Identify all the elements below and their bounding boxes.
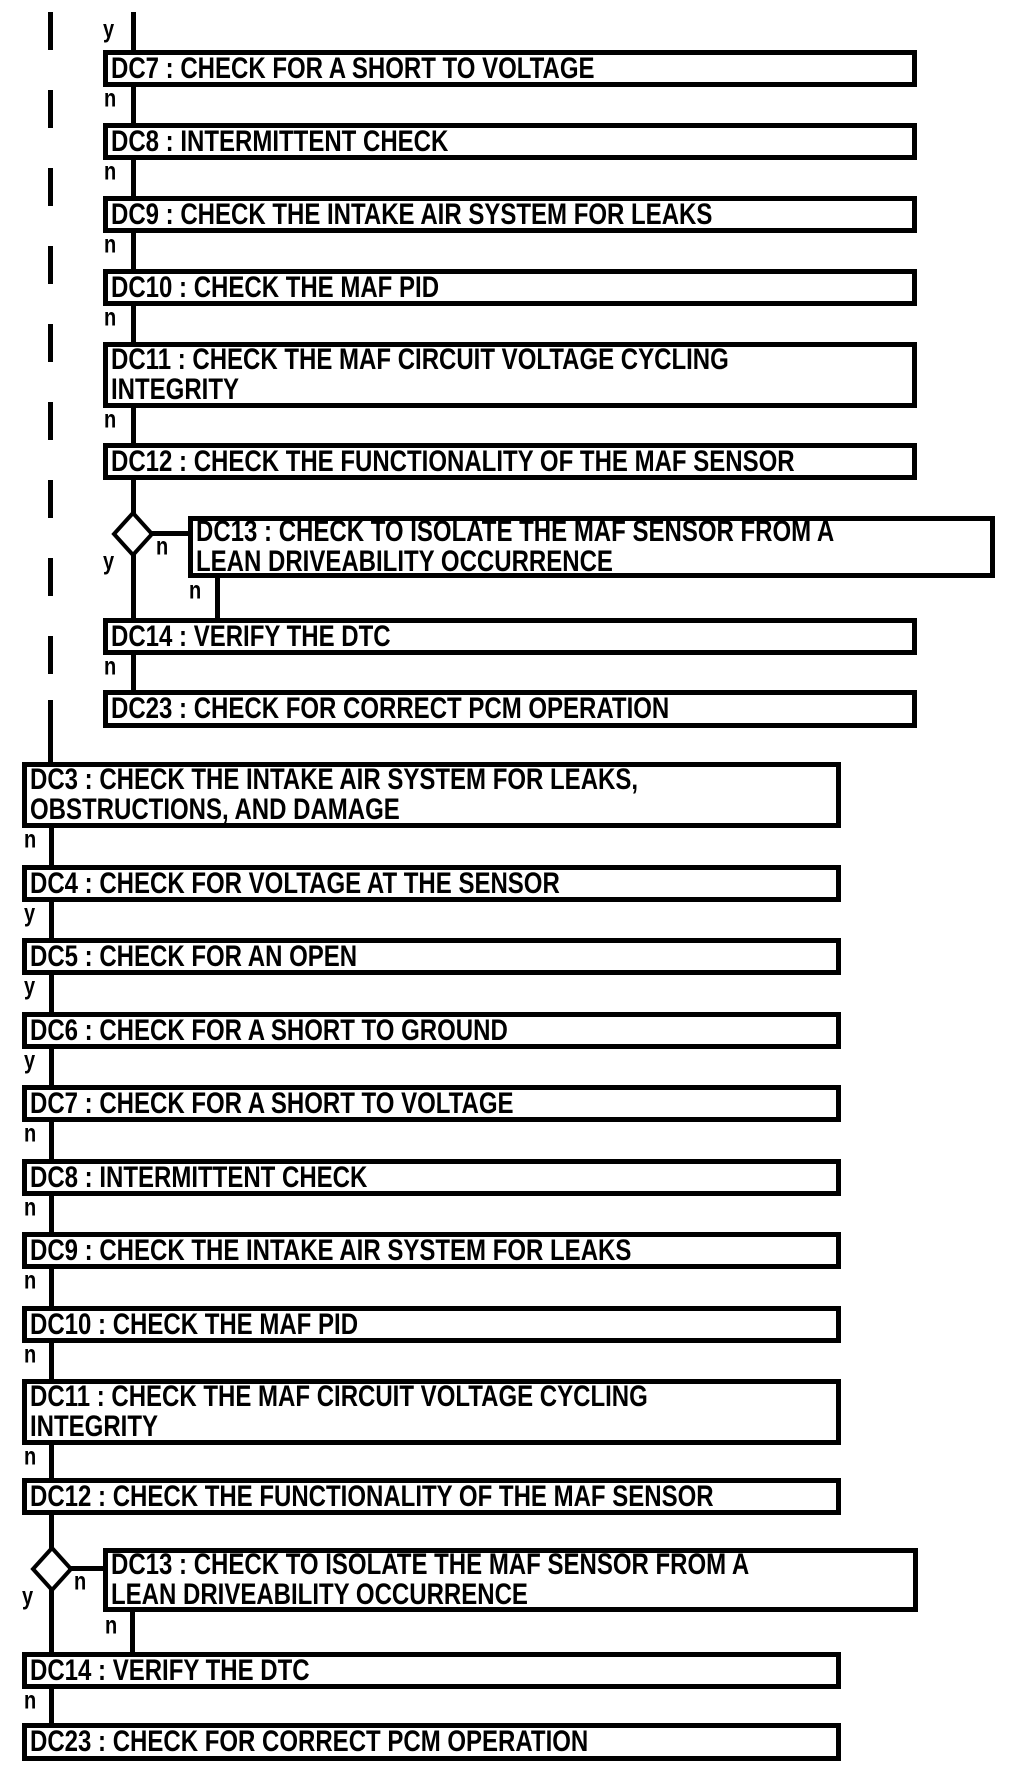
process-box-dc10: DC10 : CHECK THE MAF PID [22, 1306, 841, 1343]
branch-label: n [104, 653, 117, 681]
branch-label: n [24, 1120, 37, 1148]
branch-label: y [24, 1047, 36, 1075]
process-box-dc3: DC3 : CHECK THE INTAKE AIR SYSTEM FOR LE… [22, 762, 841, 828]
process-box-label: DC23 : CHECK FOR CORRECT PCM OPERATION [111, 691, 670, 726]
branch-label: n [24, 1687, 37, 1715]
connector-line [131, 478, 136, 515]
decision-no-label: n [156, 533, 169, 561]
connector-line [131, 304, 136, 344]
connector-line [49, 1513, 54, 1549]
connector-line [131, 12, 136, 52]
connector-line [131, 158, 136, 198]
connector-line [131, 553, 136, 620]
branch-label: n [104, 85, 117, 113]
process-box-label: DC8 : INTERMITTENT CHECK [30, 1160, 368, 1194]
branch-label: n [24, 1194, 37, 1222]
connector-line [131, 653, 136, 692]
process-box-dc14: DC14 : VERIFY THE DTC [22, 1652, 841, 1689]
process-box-dc10-top: DC10 : CHECK THE MAF PID [103, 269, 917, 306]
connector-line [130, 1610, 135, 1654]
decision-yes-label: y [22, 1583, 34, 1611]
connector-line [49, 1047, 54, 1087]
connector-line [49, 1341, 54, 1381]
process-box-dc9: DC9 : CHECK THE INTAKE AIR SYSTEM FOR LE… [22, 1232, 841, 1269]
process-box-label: DC9 : CHECK THE INTAKE AIR SYSTEM FOR LE… [111, 197, 713, 231]
connector-line [215, 576, 220, 620]
flow-rail-dashed [48, 12, 53, 706]
connector-line [49, 1588, 54, 1654]
process-box-dc9-top: DC9 : CHECK THE INTAKE AIR SYSTEM FOR LE… [103, 196, 917, 233]
process-box-label: DC3 : CHECK THE INTAKE AIR SYSTEM FOR LE… [30, 762, 639, 827]
branch-label: y [24, 900, 36, 928]
branch-label: n [24, 1341, 37, 1369]
process-box-label: DC14 : VERIFY THE DTC [30, 1653, 310, 1687]
process-box-dc13: DC13 : CHECK TO ISOLATE THE MAF SENSOR F… [103, 1548, 918, 1612]
process-box-label: DC11 : CHECK THE MAF CIRCUIT VOLTAGE CYC… [111, 342, 729, 407]
connector-line [49, 1120, 54, 1161]
process-box-label: DC12 : CHECK THE FUNCTIONALITY OF THE MA… [30, 1479, 714, 1513]
decision-no-label: n [74, 1568, 87, 1596]
connector-line [68, 1566, 106, 1571]
connector-line [49, 1194, 54, 1234]
process-box-dc13-top: DC13 : CHECK TO ISOLATE THE MAF SENSOR F… [188, 516, 995, 578]
process-box-label: DC14 : VERIFY THE DTC [111, 619, 391, 653]
process-box-dc7-top: DC7 : CHECK FOR A SHORT TO VOLTAGE [103, 50, 917, 87]
decision-yes-label: y [103, 548, 115, 576]
process-box-dc4: DC4 : CHECK FOR VOLTAGE AT THE SENSOR [22, 865, 841, 902]
process-box-label: DC11 : CHECK THE MAF CIRCUIT VOLTAGE CYC… [30, 1379, 648, 1444]
process-box-dc8: DC8 : INTERMITTENT CHECK [22, 1159, 841, 1196]
process-box-dc5: DC5 : CHECK FOR AN OPEN [22, 938, 841, 975]
process-box-dc12-top: DC12 : CHECK THE FUNCTIONALITY OF THE MA… [103, 443, 917, 480]
branch-label: y [24, 973, 36, 1001]
process-box-dc23: DC23 : CHECK FOR CORRECT PCM OPERATION [22, 1723, 841, 1761]
branch-label: n [104, 231, 117, 259]
process-box-label: DC9 : CHECK THE INTAKE AIR SYSTEM FOR LE… [30, 1233, 632, 1267]
process-box-dc6: DC6 : CHECK FOR A SHORT TO GROUND [22, 1012, 841, 1049]
branch-label: n [24, 1267, 37, 1295]
process-box-label: DC23 : CHECK FOR CORRECT PCM OPERATION [30, 1724, 589, 1759]
process-box-label: DC10 : CHECK THE MAF PID [111, 270, 440, 304]
branch-label: n [104, 158, 117, 186]
process-box-label: DC13 : CHECK TO ISOLATE THE MAF SENSOR F… [111, 1547, 750, 1612]
process-box-label: DC4 : CHECK FOR VOLTAGE AT THE SENSOR [30, 866, 560, 900]
branch-label: n [104, 304, 117, 332]
process-box-label: DC6 : CHECK FOR A SHORT TO GROUND [30, 1013, 508, 1047]
connector-line [149, 531, 190, 536]
connector-line [49, 826, 54, 867]
connector-line [49, 1687, 54, 1725]
process-box-label: DC5 : CHECK FOR AN OPEN [30, 939, 358, 973]
process-box-dc23-top: DC23 : CHECK FOR CORRECT PCM OPERATION [103, 690, 917, 728]
connector-line [131, 406, 136, 445]
process-box-label: DC12 : CHECK THE FUNCTIONALITY OF THE MA… [111, 444, 795, 478]
branch-label-entry: y [103, 16, 115, 44]
branch-label: n [24, 1443, 37, 1471]
connector-line [49, 973, 54, 1014]
branch-label: n [105, 1612, 118, 1640]
branch-label: n [24, 826, 37, 854]
process-box-label: DC7 : CHECK FOR A SHORT TO VOLTAGE [111, 51, 595, 85]
connector-line [49, 900, 54, 940]
process-box-label: DC10 : CHECK THE MAF PID [30, 1307, 359, 1341]
connector-line [131, 231, 136, 271]
flow-rail-solid [48, 700, 53, 764]
process-box-dc12: DC12 : CHECK THE FUNCTIONALITY OF THE MA… [22, 1478, 841, 1515]
process-box-dc11: DC11 : CHECK THE MAF CIRCUIT VOLTAGE CYC… [22, 1379, 841, 1445]
branch-label: n [104, 406, 117, 434]
process-box-dc11-top: DC11 : CHECK THE MAF CIRCUIT VOLTAGE CYC… [103, 342, 917, 408]
process-box-dc8-top: DC8 : INTERMITTENT CHECK [103, 123, 917, 160]
branch-label: n [189, 577, 202, 605]
process-box-label: DC8 : INTERMITTENT CHECK [111, 124, 449, 158]
process-box-dc7: DC7 : CHECK FOR A SHORT TO VOLTAGE [22, 1085, 841, 1122]
connector-line [49, 1267, 54, 1308]
process-box-label: DC7 : CHECK FOR A SHORT TO VOLTAGE [30, 1086, 514, 1120]
process-box-dc14-top: DC14 : VERIFY THE DTC [103, 618, 917, 655]
connector-line [131, 85, 136, 125]
process-box-label: DC13 : CHECK TO ISOLATE THE MAF SENSOR F… [196, 514, 835, 579]
connector-line [49, 1443, 54, 1480]
